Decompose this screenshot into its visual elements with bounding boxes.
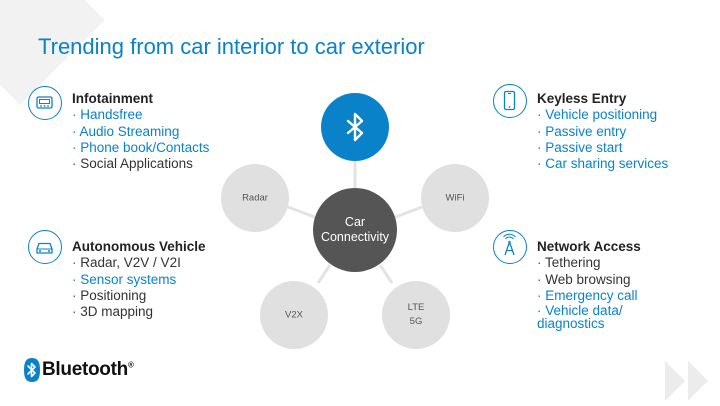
list-item: · Audio Streaming [72, 123, 180, 139]
list-item: · 3D mapping [72, 304, 154, 320]
list-item: · Vehicle positioning [537, 107, 658, 123]
connector-v2x [316, 264, 332, 284]
next-chevrons-icon [665, 361, 708, 401]
group-heading: Network Access [537, 239, 641, 254]
bluetooth-logo-mark-icon [24, 358, 40, 382]
list-item: · Social Applications [72, 156, 193, 172]
group-heading: Autonomous Vehicle [72, 239, 206, 254]
label-lte: LTE 5G [407, 302, 425, 327]
car-front-icon [28, 230, 62, 264]
label-v2x: V2X [285, 309, 303, 321]
node-bluetooth [321, 93, 389, 161]
list-item: · Phone book/Contacts [72, 139, 210, 155]
list-item: · Vehicle data/ diagnostics [537, 303, 623, 332]
slide-title: Trending from car interior to car exteri… [38, 34, 425, 59]
connector-lte [378, 264, 394, 284]
smartphone-icon [493, 84, 527, 118]
label-wifi: WiFi [445, 192, 465, 204]
group-autonomous-vehicle: Autonomous Vehicle · Radar, V2V / V2I · … [72, 239, 206, 320]
group-keyless-entry: Keyless Entry · Vehicle positioning · Pa… [537, 91, 668, 172]
list-item: · Passive entry [537, 123, 627, 139]
bluetooth-logo-word: Bluetooth® [42, 359, 134, 380]
group-heading: Keyless Entry [537, 91, 627, 106]
list-item: · Car sharing services [537, 156, 669, 172]
list-item: · Passive start [537, 139, 623, 155]
cell-tower-icon [493, 230, 527, 264]
list-item: · Emergency call [537, 287, 638, 303]
center-label: Car Connectivity [320, 215, 390, 244]
bluetooth-logo: Bluetooth® [24, 358, 134, 382]
car-radio-icon [28, 86, 62, 120]
list-item: · Web browsing [537, 271, 631, 287]
list-item: · Tethering [537, 255, 601, 271]
bluetooth-icon [346, 112, 364, 142]
list-item: · Sensor systems [72, 271, 177, 287]
label-radar: Radar [242, 192, 268, 204]
group-network-access: Network Access · Tethering · Web browsin… [537, 239, 657, 330]
group-infotainment: Infotainment · Handsfree · Audio Streami… [72, 91, 209, 172]
list-item: · Positioning [72, 287, 147, 303]
list-item: · Handsfree [72, 107, 143, 123]
group-heading: Infotainment [72, 91, 153, 106]
list-item: · Radar, V2V / V2I [72, 255, 181, 271]
